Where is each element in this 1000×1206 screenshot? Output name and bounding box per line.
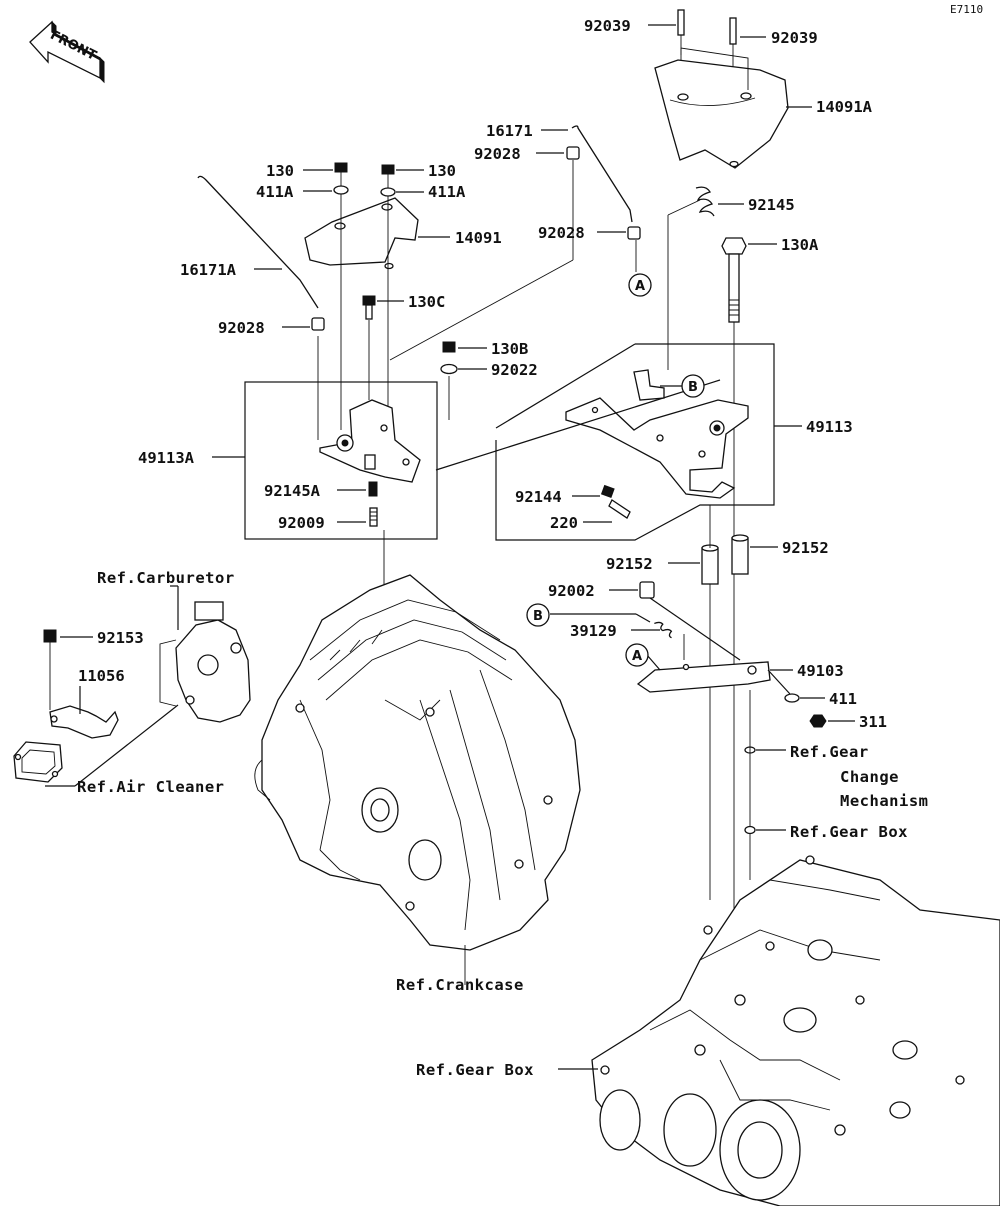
bracket-11056 bbox=[49, 705, 119, 739]
label-92028-mid: 92028 bbox=[538, 224, 585, 242]
label-92152-left: 92152 bbox=[606, 555, 653, 573]
ref-gear-change-line3: Mechanism bbox=[840, 792, 929, 810]
cover-14091A bbox=[654, 9, 789, 169]
ref-air-cleaner: Ref.Air Cleaner bbox=[77, 778, 224, 796]
washer-411 bbox=[784, 693, 800, 703]
ref-gear-change-line1: Ref.Gear bbox=[790, 743, 869, 761]
label-92028-top: 92028 bbox=[474, 145, 521, 163]
spring-92145A bbox=[368, 481, 378, 497]
label-92022: 92022 bbox=[491, 361, 538, 379]
cover-14091 bbox=[304, 172, 419, 460]
bolt-130-right bbox=[380, 164, 396, 197]
washer-gear-change bbox=[744, 690, 756, 880]
rod-16171 bbox=[389, 125, 641, 361]
label-92028-left: 92028 bbox=[218, 319, 265, 337]
label-130B: 130B bbox=[491, 340, 528, 358]
callout-b-right: B bbox=[681, 374, 705, 398]
spring-39129 bbox=[654, 621, 685, 660]
front-arrow-icon: FRONT bbox=[29, 20, 105, 84]
spring-92145 bbox=[667, 186, 715, 370]
ref-gear-box-lower: Ref.Gear Box bbox=[416, 1061, 534, 1079]
label-92144: 92144 bbox=[515, 488, 562, 506]
ref-gear-change-line2: Change bbox=[840, 768, 899, 786]
label-411: 411 bbox=[829, 690, 857, 708]
lever-49103 bbox=[636, 661, 771, 693]
label-130A: 130A bbox=[781, 236, 819, 254]
label-49113A: 49113A bbox=[138, 449, 195, 467]
svg-text:A: A bbox=[632, 649, 642, 664]
label-49103: 49103 bbox=[797, 662, 844, 680]
nut-311 bbox=[809, 714, 827, 728]
label-14091A: 14091A bbox=[816, 98, 873, 116]
label-92002: 92002 bbox=[548, 582, 595, 600]
rod-16171A bbox=[197, 175, 325, 440]
label-92153: 92153 bbox=[97, 629, 144, 647]
label-92039-right: 92039 bbox=[771, 29, 818, 47]
diagram-code: E7110 bbox=[950, 3, 983, 16]
label-16171A: 16171A bbox=[180, 261, 237, 279]
label-130C: 130C bbox=[408, 293, 445, 311]
label-39129: 39129 bbox=[570, 622, 617, 640]
spacer-92152-right bbox=[731, 534, 749, 575]
bracket-49113 bbox=[565, 369, 749, 499]
spacer-92152-left bbox=[701, 505, 719, 900]
bolt-130-left bbox=[333, 162, 349, 195]
spring-92144 bbox=[600, 484, 615, 499]
group-box-49113 bbox=[495, 343, 775, 541]
engine-crankcase bbox=[254, 574, 581, 985]
bolt-130C bbox=[362, 295, 376, 400]
screw-220 bbox=[608, 499, 631, 519]
gasket-air-cleaner bbox=[13, 741, 63, 783]
bolt-92002 bbox=[639, 581, 741, 661]
label-16171-top: 16171 bbox=[486, 122, 533, 140]
label-411A-left: 411A bbox=[256, 183, 294, 201]
leader-lines bbox=[45, 24, 855, 1070]
label-92009: 92009 bbox=[278, 514, 325, 532]
label-220: 220 bbox=[550, 514, 578, 532]
label-411A-right: 411A bbox=[428, 183, 466, 201]
bolt-92153 bbox=[43, 629, 57, 710]
label-92145A: 92145A bbox=[264, 482, 321, 500]
ref-crankcase: Ref.Crankcase bbox=[396, 976, 524, 994]
label-11056: 11056 bbox=[78, 667, 125, 685]
ref-gear-box-right: Ref.Gear Box bbox=[790, 823, 908, 841]
label-14091: 14091 bbox=[455, 229, 502, 247]
label-130-right: 130 bbox=[428, 162, 456, 180]
label-311: 311 bbox=[859, 713, 887, 731]
callout-a-lower: A bbox=[625, 643, 649, 667]
label-92039-left: 92039 bbox=[584, 17, 631, 35]
gear-box-housing bbox=[591, 855, 1000, 1206]
svg-text:A: A bbox=[635, 279, 645, 294]
ref-carburetor: Ref.Carburetor bbox=[97, 569, 235, 587]
label-49113: 49113 bbox=[806, 418, 853, 436]
label-130-left: 130 bbox=[266, 162, 294, 180]
carburetor bbox=[159, 601, 251, 723]
callout-b-lower: B bbox=[526, 603, 550, 627]
bolt-130B bbox=[440, 341, 458, 420]
label-92152-right: 92152 bbox=[782, 539, 829, 557]
svg-text:B: B bbox=[688, 380, 698, 395]
callout-a-top: A bbox=[628, 273, 652, 297]
washer-gear-box bbox=[744, 825, 756, 835]
label-92145: 92145 bbox=[748, 196, 795, 214]
svg-text:B: B bbox=[533, 609, 543, 624]
bracket-49113A bbox=[319, 399, 421, 483]
